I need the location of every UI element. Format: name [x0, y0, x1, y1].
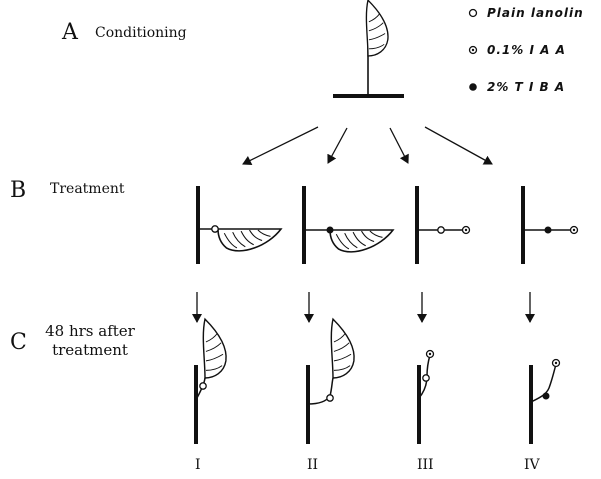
conditioning-plant	[333, 0, 404, 96]
result-2	[308, 319, 354, 444]
arrow-to-column-3	[390, 128, 408, 163]
treatment-4	[523, 186, 578, 264]
treatment-3	[417, 186, 470, 264]
legend-dot-circle-icon	[470, 47, 477, 54]
result-3	[419, 351, 434, 445]
arrow-to-column-2	[328, 128, 347, 163]
legend-open-circle-icon	[470, 10, 477, 17]
arrow-to-column-4	[425, 127, 492, 164]
treatment-1	[198, 186, 281, 264]
legend-filled-circle-icon	[469, 83, 477, 91]
result-4	[531, 360, 560, 445]
arrow-to-column-1	[243, 127, 318, 164]
result-1	[196, 319, 226, 444]
treatment-2	[304, 186, 393, 264]
